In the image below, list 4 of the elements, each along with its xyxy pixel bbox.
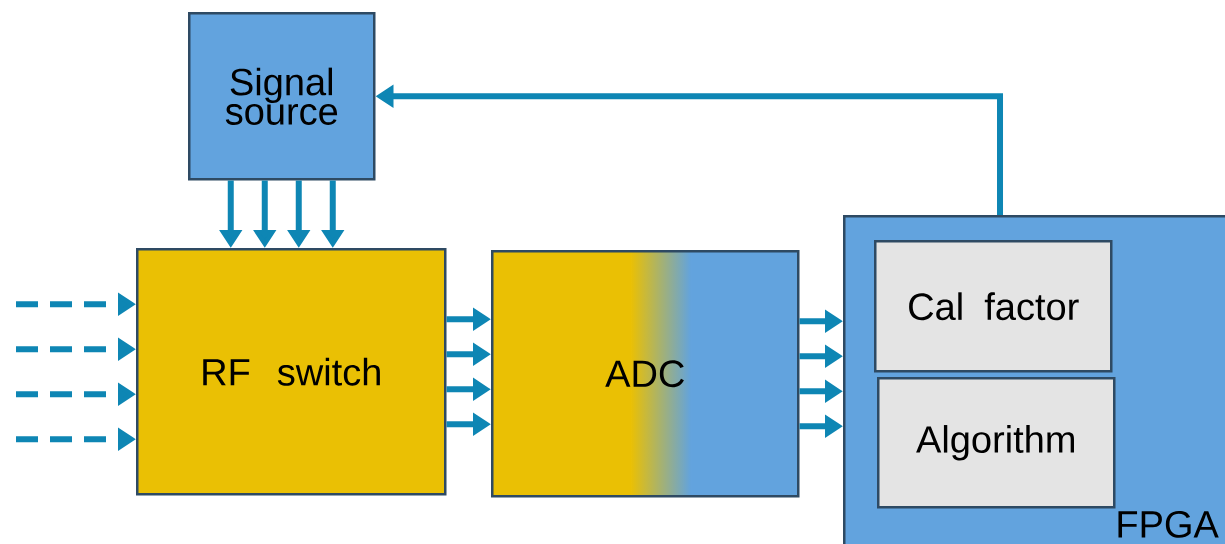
algorithm-box: Algorithm (877, 377, 1116, 509)
signal-source-box: Signal source (188, 12, 376, 181)
cal-factor-box: Cal factor (874, 240, 1113, 373)
rf-switch-box: RF switch (136, 248, 447, 496)
